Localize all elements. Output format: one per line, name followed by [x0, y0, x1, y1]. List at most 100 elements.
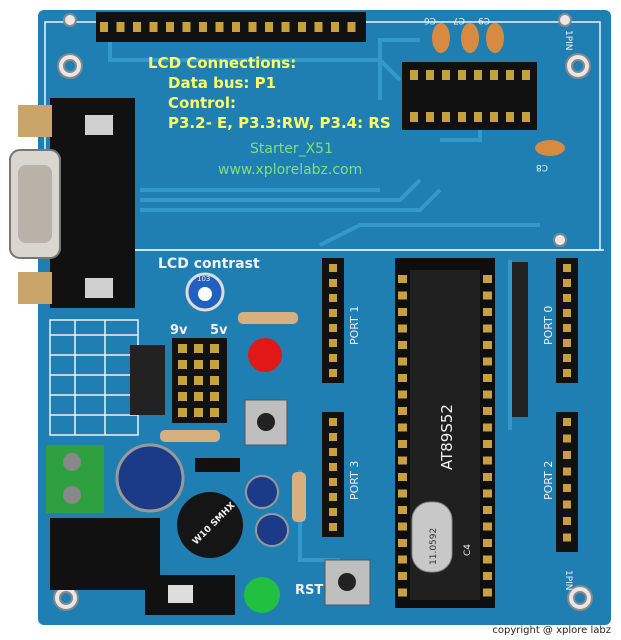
pin [398, 275, 407, 283]
pin [474, 70, 482, 80]
port0-header [556, 258, 578, 383]
pin-top-label: 1PIN [563, 30, 573, 51]
pin [483, 539, 492, 547]
pin [410, 112, 418, 122]
pin [398, 374, 407, 382]
pin [483, 473, 492, 481]
pin [398, 341, 407, 349]
pin [398, 555, 407, 564]
pin [563, 434, 571, 443]
pin [329, 339, 337, 347]
c4-label: C4 [463, 544, 473, 556]
green-led [244, 577, 280, 613]
pin [458, 112, 466, 122]
pin [178, 376, 187, 385]
power-jumper-pins [178, 344, 219, 417]
pin [483, 489, 492, 498]
pin [398, 522, 407, 531]
pin [329, 463, 337, 471]
pin [398, 357, 407, 366]
db9-connector [9, 98, 135, 308]
c7-label: C7 [453, 15, 465, 25]
pin [483, 357, 492, 366]
pin [194, 360, 203, 369]
port1-header [322, 258, 344, 383]
pin [329, 478, 337, 486]
pin [483, 555, 492, 564]
pin [506, 70, 514, 80]
pin [194, 344, 203, 353]
pin [100, 22, 108, 32]
resistor-network [512, 262, 528, 417]
pin [398, 440, 407, 448]
pin [483, 423, 492, 432]
pin [116, 22, 125, 32]
pin [483, 572, 492, 580]
pin [347, 22, 356, 32]
pin [483, 407, 492, 415]
pin [329, 369, 337, 377]
pin [398, 489, 407, 498]
main-ic-pins [398, 275, 492, 597]
pin [194, 408, 203, 417]
pin [563, 500, 571, 509]
port2-header [556, 412, 578, 552]
pin [426, 70, 434, 80]
pin [563, 294, 571, 302]
pin [483, 390, 492, 399]
chip-label: AT89S52 [438, 404, 456, 470]
pin [149, 22, 158, 32]
pin [329, 354, 337, 362]
pin [483, 588, 492, 597]
port-header-pins [329, 264, 571, 542]
label-5v: 5v [210, 323, 228, 338]
pin [483, 440, 492, 448]
resistor [238, 312, 298, 324]
lcd-socket-pins [410, 70, 530, 122]
pin [329, 279, 337, 287]
pin [398, 291, 407, 300]
pin [398, 506, 407, 514]
pin [329, 523, 337, 531]
pin [426, 112, 434, 122]
resistor [160, 430, 220, 442]
lcd-data-bus: Data bus: P1 [168, 74, 276, 92]
lcd-header-pins [100, 22, 356, 32]
port3-label: PORT 3 [348, 461, 361, 500]
pin [490, 70, 498, 80]
board-url: www.xplorelabz.com [218, 162, 362, 178]
copyright-text: copyright @ xplore labz [492, 625, 611, 636]
pin [506, 112, 514, 122]
pin [199, 22, 207, 32]
pin [563, 467, 571, 476]
pin [490, 112, 498, 122]
pin [182, 22, 191, 32]
port3-header [322, 412, 344, 537]
voltage-regulator [130, 345, 165, 415]
electrolytic-capacitor [255, 513, 289, 547]
pin [398, 588, 407, 597]
pin [215, 22, 224, 32]
pin [483, 456, 492, 465]
pin [248, 22, 257, 32]
pin [210, 408, 219, 417]
pin [166, 22, 174, 32]
electrolytic-capacitor [115, 443, 185, 513]
pin [178, 392, 187, 401]
pin [563, 339, 571, 347]
pin [398, 407, 407, 415]
pin [178, 360, 187, 369]
pin [232, 22, 240, 32]
pin [398, 572, 407, 580]
pot-code: 103 [197, 275, 210, 283]
pin [210, 376, 219, 385]
port2-label: PORT 2 [542, 461, 555, 500]
electrolytic-capacitor [245, 475, 279, 509]
pin [563, 533, 571, 542]
pin [329, 418, 337, 426]
pin [563, 451, 571, 459]
pin [522, 112, 530, 122]
pin [331, 22, 339, 32]
pin [281, 22, 290, 32]
